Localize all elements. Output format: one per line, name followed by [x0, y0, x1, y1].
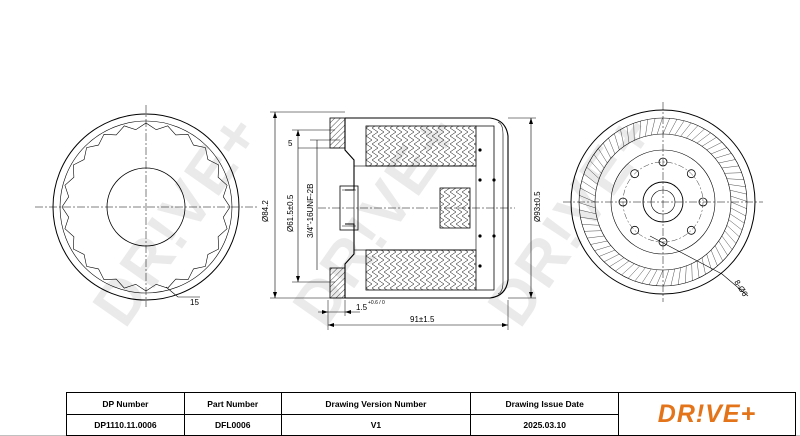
dim-body-diameter: Ø93±0.5 [533, 191, 542, 222]
header-part-number: Part Number [183, 392, 282, 415]
dim-thread: 3/4"-16UNF-2B [306, 184, 315, 238]
value-issue-date: 2025.03.10 [470, 414, 619, 436]
value-dp-number: DP1110.11.0006 [66, 414, 185, 436]
title-block: DP Number Part Number Drawing Version Nu… [66, 392, 796, 436]
dim-gasket-diameter: Ø61.5±0.5 [286, 194, 295, 232]
left-end-view [35, 105, 257, 307]
base-hole [686, 225, 696, 235]
flute-profile [61, 122, 231, 292]
base-hole [630, 225, 640, 235]
header-dp-number: DP Number [66, 392, 185, 415]
header-drawing-version: Drawing Version Number [280, 392, 472, 415]
logo-cell: DR!VE+ [618, 392, 796, 436]
base-hole [630, 169, 640, 179]
brand-logo: DR!VE+ [657, 399, 757, 428]
base-hole [686, 169, 696, 179]
right-base-view [563, 102, 763, 302]
dim-thread-gap: 5 [288, 139, 293, 148]
value-part-number: DFL0006 [183, 414, 282, 436]
dim-flute-width: 15 [190, 298, 199, 307]
header-issue-date: Drawing Issue Date [470, 392, 619, 415]
dim-outer-diameter: Ø84.2 [261, 200, 270, 222]
dim-gasket-height: 1.5 [356, 303, 368, 312]
section-view [270, 111, 536, 330]
dim-height: 91±1.5 [410, 315, 435, 324]
dim-gasket-tolerance: +0.6 / 0 [368, 300, 385, 306]
value-drawing-version: V1 [280, 414, 472, 436]
rim-hatch [578, 117, 748, 287]
